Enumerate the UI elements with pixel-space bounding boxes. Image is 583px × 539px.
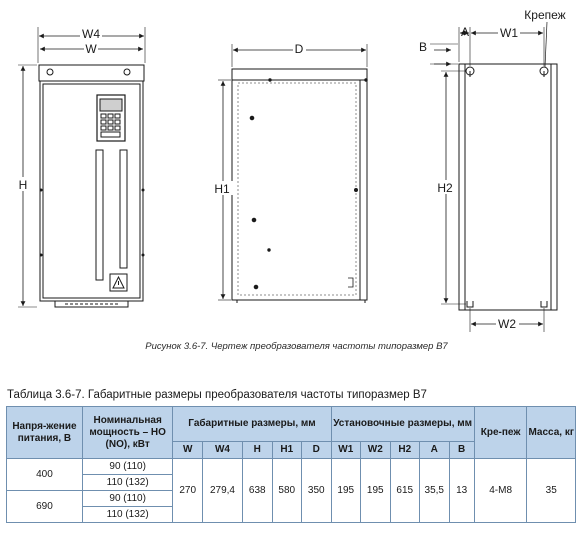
subheader-w1: W1 [330, 441, 361, 459]
subheader-b: B [448, 441, 475, 459]
label-d: D [295, 42, 304, 56]
subheader-w2: W2 [360, 441, 391, 459]
table-header-row: Напря-жение питания, В Номинальная мощно… [6, 406, 576, 459]
cell-w2: 195 [360, 458, 391, 523]
table-row: 400 90 (110) 270 279,4 638 580 350 195 1… [6, 458, 576, 523]
table-subheader-row: W W4 H H1 D W1 W2 H2 A B [7, 441, 576, 459]
cell-h1: 580 [271, 458, 302, 523]
cell-power: 110 (132) [81, 474, 174, 491]
table-row: 110 (132) [7, 474, 576, 491]
subheader-d: D [301, 441, 332, 459]
cell-h2: 615 [389, 458, 420, 523]
cell-voltage: 690 [6, 490, 83, 523]
header-power: Номинальная мощность – НО (NO), кВт [81, 406, 174, 459]
subheader-h1: H1 [271, 441, 302, 459]
table-title: Таблица 3.6-7. Габаритные размеры преобр… [7, 389, 427, 401]
label-w1: W1 [500, 26, 518, 40]
label-h1: H1 [214, 182, 230, 196]
subheader-h: H [242, 441, 273, 459]
cell-d: 350 [301, 458, 332, 523]
cell-b: 13 [448, 458, 475, 523]
header-fastener: Кре-пеж [473, 406, 528, 459]
dimensions-table: Напря-жение питания, В Номинальная мощно… [6, 406, 576, 523]
header-voltage: Напря-жение питания, В [6, 406, 83, 459]
subheader-a: A [419, 441, 450, 459]
technical-drawing: W4 W H D H1 H2 A W1 B W2 Крепеж [16, 8, 566, 332]
cell-w: 270 [172, 458, 203, 523]
cell-w4: 279,4 [201, 458, 244, 523]
cell-mass: 35 [526, 458, 576, 523]
cell-h: 638 [242, 458, 273, 523]
table-row: 690 90 (110) [6, 490, 576, 523]
table-row: 110 (132) [7, 506, 576, 523]
header-mounting: Установочные размеры, мм [330, 406, 475, 442]
header-dims: Габаритные размеры, мм [172, 406, 332, 442]
label-mount: Крепеж [524, 8, 565, 22]
dimension-labels: W4 W H D H1 H2 A W1 B W2 Крепеж [19, 8, 566, 331]
rear-view [430, 21, 558, 332]
front-view [18, 27, 146, 308]
header-mass: Масса, кг [526, 406, 576, 459]
cell-voltage: 400 [6, 458, 83, 491]
label-w: W [85, 42, 97, 56]
label-h2: H2 [437, 181, 453, 195]
subheader-w4: W4 [201, 441, 244, 459]
label-w4: W4 [82, 27, 100, 41]
cell-fastener: 4-M8 [473, 458, 528, 523]
label-b: B [419, 40, 427, 54]
cell-power: 110 (132) [81, 506, 174, 523]
label-a: A [461, 25, 469, 39]
subheader-h2: H2 [389, 441, 420, 459]
label-h: H [19, 178, 28, 192]
label-w2: W2 [498, 317, 516, 331]
cell-power: 90 (110) [81, 458, 174, 475]
figure-caption: Рисунок 3.6-7. Чертеж преобразователя ча… [145, 341, 448, 352]
cell-a: 35,5 [419, 458, 450, 523]
cell-power: 90 (110) [81, 490, 174, 507]
side-view [218, 44, 368, 303]
cell-w1: 195 [330, 458, 361, 523]
subheader-w: W [172, 441, 203, 459]
